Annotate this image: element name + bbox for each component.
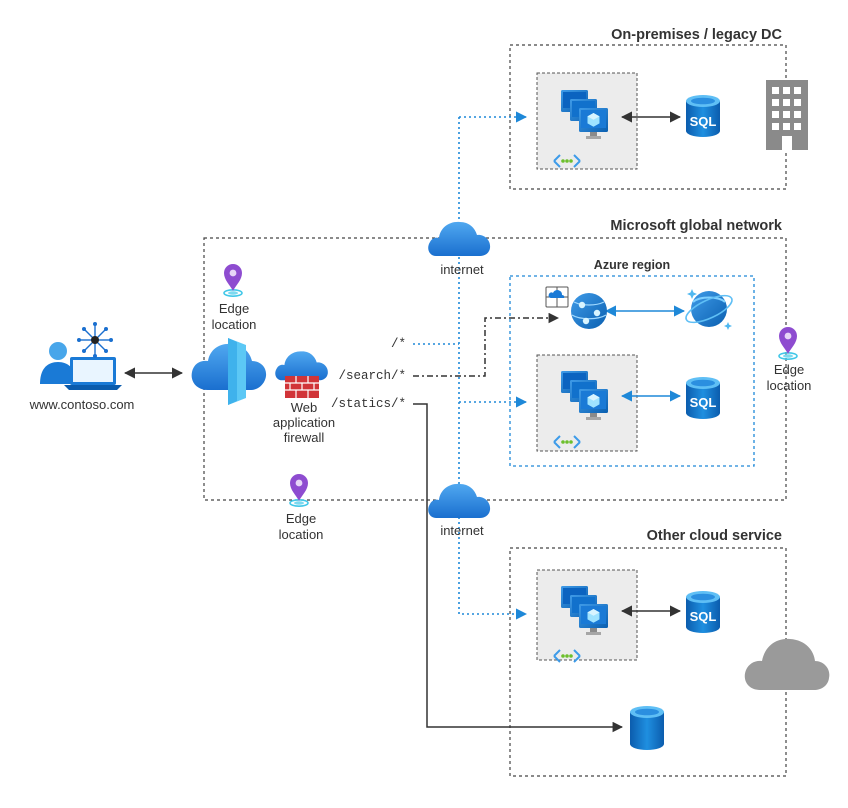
internet-label-bottom: internet	[440, 523, 484, 538]
cosmos-db-icon	[685, 289, 733, 330]
waf-cloud-icon	[275, 351, 328, 381]
route-search-label: /search/*	[338, 369, 406, 383]
edge-location-pin-icon-right	[778, 326, 798, 361]
global-network-title: Microsoft global network	[610, 218, 782, 234]
internet-cloud-icon-top	[428, 221, 491, 256]
storage-icon	[630, 706, 664, 750]
edge-location-pin-icon-bottom	[289, 473, 309, 508]
search-route-connector	[413, 312, 560, 377]
azure-region-box	[509, 275, 755, 467]
to-other-cloud-connector	[458, 527, 528, 620]
svg-text:SQL: SQL	[690, 114, 717, 129]
internet-cloud-icon-bottom	[428, 483, 491, 518]
svg-text:SQL: SQL	[690, 395, 717, 410]
firewall-icon	[285, 376, 319, 398]
app-service-icon	[545, 286, 607, 329]
edge-label-bottom-line2: location	[278, 527, 324, 542]
edge-label-right-line1: Edge	[773, 362, 805, 377]
waf-label-line1: Web	[290, 400, 318, 415]
sql-database-icon-onprem: SQL	[686, 95, 720, 137]
edge-label-right-line2: location	[766, 378, 812, 393]
edge-label-bottom-line1: Edge	[285, 511, 317, 526]
statics-route-connector	[413, 403, 624, 733]
sql-database-icon-other: SQL	[686, 591, 720, 633]
sql-database-icon-azure: SQL	[686, 377, 720, 419]
gray-cloud-icon	[744, 638, 830, 690]
edge-label-top-line2: location	[211, 317, 257, 332]
network-hub-icon	[77, 322, 113, 358]
building-icon	[766, 80, 808, 150]
waf-label-line3: firewall	[283, 430, 325, 445]
waf-label-line2: application	[272, 415, 336, 430]
azure-region-title: Azure region	[593, 258, 671, 272]
user-site-label: www.contoso.com	[29, 397, 135, 412]
onprem-region-title: On-premises / legacy DC	[611, 27, 782, 43]
edge-label-top-line1: Edge	[218, 301, 250, 316]
svg-text:SQL: SQL	[690, 609, 717, 624]
front-door-icon	[191, 338, 267, 405]
edge-location-pin-icon-top	[223, 263, 243, 298]
internet-label-top: internet	[440, 262, 484, 277]
user-laptop-icon	[40, 342, 122, 390]
route-root-label: /*	[390, 337, 406, 351]
other-cloud-title: Other cloud service	[646, 528, 782, 544]
route-statics-label: /statics/*	[330, 397, 406, 411]
